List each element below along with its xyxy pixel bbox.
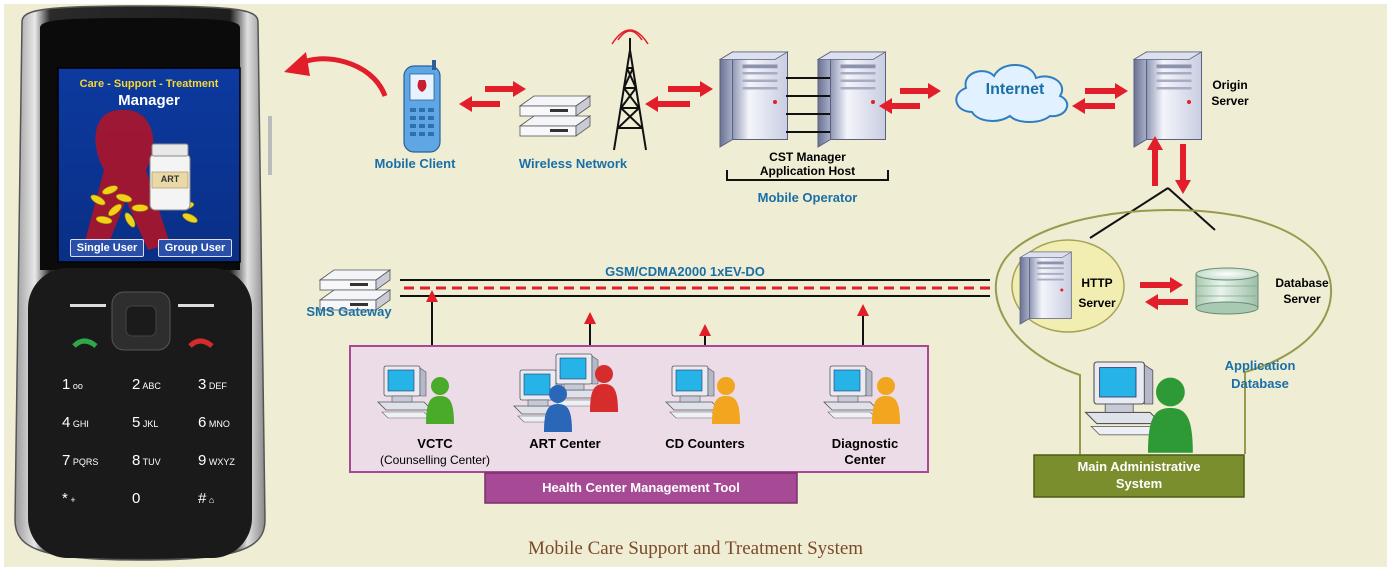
phone-key-main: 5 (132, 414, 141, 431)
phone-key-main: 6 (198, 414, 207, 431)
origin-server-icon (1133, 51, 1203, 148)
phone-key-11[interactable]: 0 (132, 490, 140, 507)
http-server-icon (1019, 251, 1072, 325)
health-tool-label: Health Center Management Tool (542, 480, 740, 495)
database-server-label-1: Database (1275, 276, 1329, 290)
phone-key-sub: + (67, 495, 76, 505)
sms-gateway-label: SMS Gateway (306, 304, 392, 319)
main-admin-label-2: System (1115, 476, 1163, 491)
phone-key-main: # (198, 490, 207, 507)
main-admin-label-1: Main Administrative (1077, 459, 1201, 474)
phone-key-sub: TUV (140, 457, 161, 467)
screen-title-line-1: Care - Support - Treatment (79, 78, 219, 90)
database-cylinder-icon (1195, 267, 1259, 315)
admin-computer-icon (1085, 361, 1162, 436)
figure-caption: Mobile Care Support and Treatment System (527, 538, 864, 559)
diagnostic-label-2: Center (844, 452, 886, 467)
phone-key-main: 8 (132, 452, 141, 469)
cst-manager-label-2: Application Host (759, 164, 856, 178)
phone-key-6[interactable]: 6 MNO (198, 414, 230, 431)
mobile-operator-label: Mobile Operator (757, 190, 858, 205)
arrows-internet-origin (1072, 83, 1128, 114)
wireless-network-label: Wireless Network (518, 156, 628, 171)
vctc-label: VCTC (417, 436, 453, 451)
server-links (786, 77, 830, 133)
phone-key-5[interactable]: 5 JKL (132, 414, 158, 431)
antenna-tower-icon (611, 29, 649, 151)
phone-key-main: 7 (62, 452, 71, 469)
application-database-label-1: Application (1224, 358, 1296, 373)
phone-key-9[interactable]: 9 WXYZ (198, 452, 235, 469)
gsm-backbone (400, 279, 990, 297)
vctc-computer-icon (377, 365, 433, 419)
phone-key-sub: WXYZ (206, 457, 235, 467)
phone-key-main: 9 (198, 452, 207, 469)
group-user-button[interactable]: Group User (158, 239, 232, 257)
mobile-client-label: Mobile Client (374, 156, 456, 171)
health-tool-box (484, 472, 798, 504)
single-user-button[interactable]: Single User (70, 239, 144, 257)
origin-links (1089, 187, 1216, 239)
phone-key-main: 3 (198, 376, 207, 393)
phone-key-3[interactable]: 3 DEF (198, 376, 227, 393)
internet-label: Internet (985, 81, 1045, 98)
art-center-label: ART Center (529, 436, 601, 451)
phone-key-sub: DEF (206, 381, 227, 391)
cd-computer-icon (665, 365, 721, 419)
phone-key-sub: PQRS (70, 457, 99, 467)
arrows-wireless-operator (645, 81, 713, 112)
application-database-outline (994, 208, 1333, 454)
bottle-label: ART (160, 174, 180, 184)
mobile-phone (14, 5, 272, 561)
arrows-origin-database (1147, 136, 1191, 194)
phone-key-main: * (62, 490, 68, 507)
internet-cloud-icon (955, 63, 1069, 123)
phone-key-main: 4 (62, 414, 71, 431)
cd-counters-label: CD Counters (665, 436, 745, 451)
origin-server-label-1: Origin (1212, 78, 1248, 92)
phone-key-main: 2 (132, 376, 141, 393)
cst-server-1-icon (719, 51, 789, 148)
cst-manager-label-1: CST Manager (769, 150, 846, 164)
phone-key-sub: JKL (140, 419, 159, 429)
phone-key-10[interactable]: * + (62, 490, 76, 507)
phone-key-8[interactable]: 8 TUV (132, 452, 161, 469)
phone-key-1[interactable]: 1 oo (62, 376, 83, 393)
arrows-client-wireless (459, 81, 526, 112)
database-server-label-2: Server (1283, 292, 1321, 306)
vctc-sublabel: (Counselling Center) (379, 453, 491, 467)
phone-key-sub: oo (70, 381, 83, 391)
phone-key-2[interactable]: 2 ABC (132, 376, 161, 393)
phone-key-sub: MNO (206, 419, 230, 429)
application-database-label-2: Database (1231, 376, 1289, 391)
main-admin-box (1033, 454, 1245, 498)
http-server-label-2: Server (1078, 296, 1116, 310)
phone-key-main: 0 (132, 490, 141, 507)
phone-key-main: 1 (62, 376, 71, 393)
mobile-client-icon (403, 60, 441, 153)
phone-key-sub: GHI (70, 419, 89, 429)
arrows-http-database (1140, 277, 1188, 310)
origin-server-label-2: Server (1211, 94, 1249, 108)
mobile-operator-bracket (726, 170, 889, 181)
http-server-label-1: HTTP (1081, 276, 1113, 290)
arrows-operator-internet (879, 83, 941, 114)
screen-title-line-2: Manager (118, 92, 180, 109)
phone-key-7[interactable]: 7 PQRS (62, 452, 98, 469)
network-line-label: GSM/CDMA2000 1xEV-DO (605, 264, 765, 279)
health-links (426, 290, 869, 346)
diagnostic-label-1: Diagnostic (831, 436, 899, 451)
wireless-router-icon (519, 95, 591, 137)
phone-key-4[interactable]: 4 GHI (62, 414, 89, 431)
phone-key-12[interactable]: # ⌂ (198, 490, 214, 507)
diagnostic-computer-icon (823, 365, 879, 419)
phone-key-sub: ⌂ (206, 495, 215, 505)
phone-key-sub: ABC (140, 381, 161, 391)
